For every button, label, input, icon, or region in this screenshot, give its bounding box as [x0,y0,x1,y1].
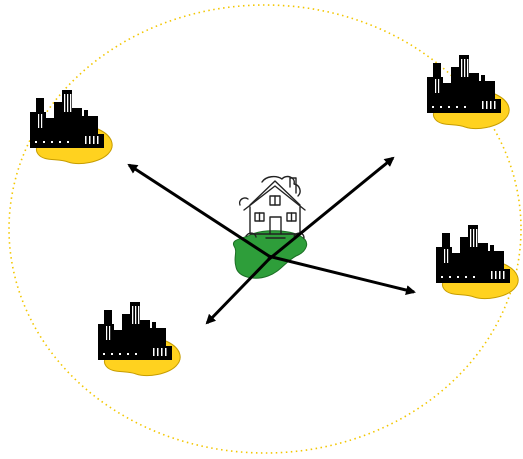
city-skyline-icon [426,54,510,130]
arrows-group [127,156,416,325]
house-icon [238,175,306,239]
arrow-to-bottom-right [267,254,416,295]
arrow-to-bottom-left [205,254,274,325]
city-skyline-icon [29,89,113,165]
arrow-to-top-right [267,156,395,262]
city-skyline-icon [97,301,181,377]
arrow-to-top-left [127,163,273,260]
city-skyline-icon [435,224,519,300]
region-boundary [8,4,522,454]
